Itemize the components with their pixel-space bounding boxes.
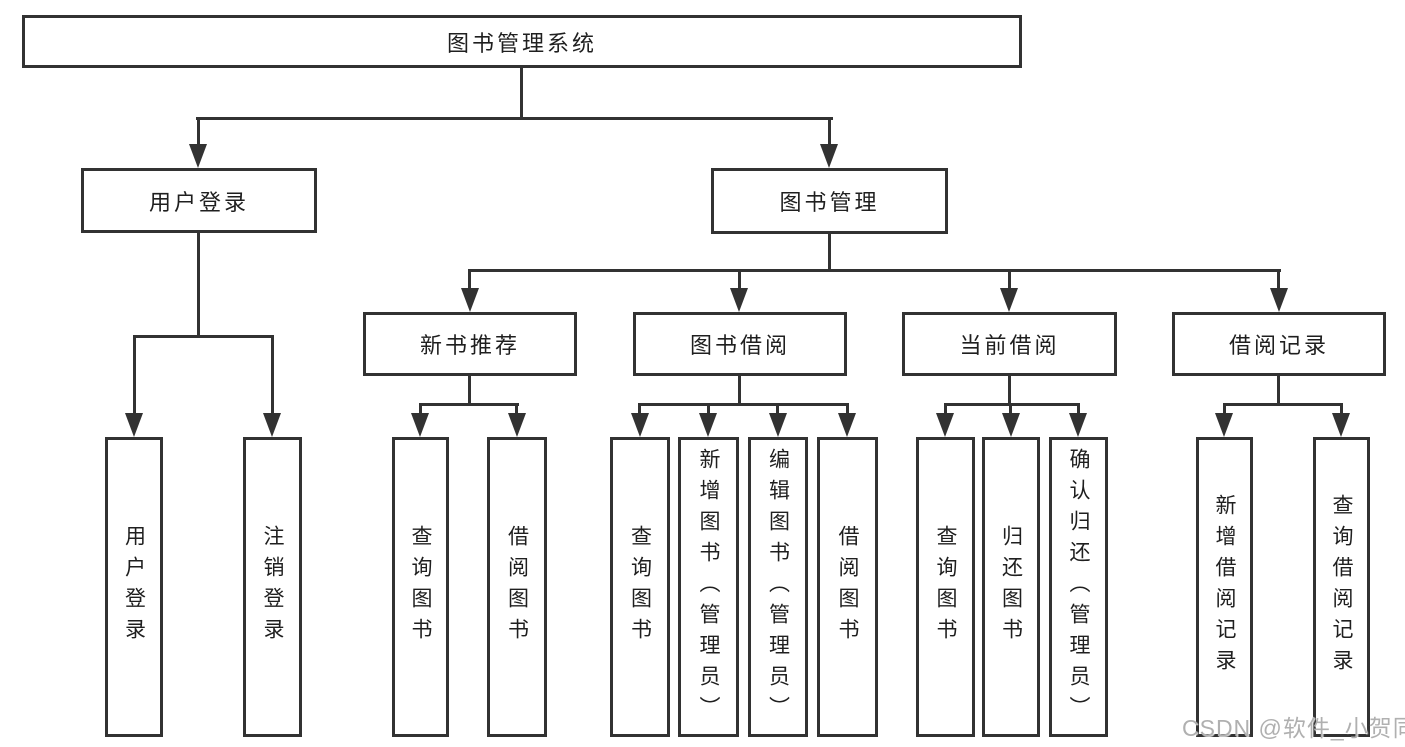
arrowhead-down-icon [769,413,787,437]
connector-line [1008,375,1011,406]
connector-line [776,403,779,417]
node-root: 图书管理系统 [22,15,1022,68]
connector-line [133,335,136,417]
node-current-borrowing: 当前借阅 [902,312,1117,376]
connector-line [828,117,831,147]
node-leaf-return-book: 归还图书 [982,437,1040,737]
connector-line [520,66,523,119]
connector-line [468,375,471,406]
arrowhead-down-icon [730,288,748,312]
arrowhead-down-icon [1002,413,1020,437]
arrowhead-down-icon [1270,288,1288,312]
node-borrowing-records: 借阅记录 [1172,312,1386,376]
arrowhead-down-icon [1332,413,1350,437]
arrowhead-down-icon [508,413,526,437]
arrowhead-down-icon [461,288,479,312]
node-user-login: 用户登录 [81,168,317,233]
connector-line [638,403,847,406]
connector-line [133,335,274,338]
node-leaf-confirm-return-admin: 确认归还（管理员） [1049,437,1108,737]
node-leaf-borrow-book-1: 借阅图书 [487,437,547,737]
connector-line [1008,269,1011,293]
connector-line [468,269,1281,272]
connector-line [1223,403,1226,417]
connector-line [944,403,1080,406]
node-leaf-query-borrow-record: 查询借阅记录 [1313,437,1370,737]
connector-line [1277,269,1280,293]
arrowhead-down-icon [699,413,717,437]
arrowhead-down-icon [411,413,429,437]
arrowhead-down-icon [189,144,207,168]
arrowhead-down-icon [631,413,649,437]
connector-line [944,403,947,417]
node-leaf-edit-book-admin: 编辑图书（管理员） [748,437,808,737]
node-book-borrowing: 图书借阅 [633,312,847,376]
connector-line [1009,403,1012,417]
arrowhead-down-icon [936,413,954,437]
connector-line [738,269,741,293]
arrowhead-down-icon [838,413,856,437]
connector-line [1077,403,1080,417]
connector-line [1277,375,1280,406]
arrowhead-down-icon [1215,413,1233,437]
connector-line [419,403,422,417]
watermark: CSDN @软件_小贺同学 [1182,715,1405,741]
node-new-book-recommend: 新书推荐 [363,312,577,376]
node-leaf-add-borrow-record: 新增借阅记录 [1196,437,1253,737]
arrowhead-down-icon [1069,413,1087,437]
connector-line [197,117,200,147]
node-leaf-user-login: 用户登录 [105,437,163,737]
connector-line [638,403,641,417]
connector-line [419,403,519,406]
connector-line [1340,403,1343,417]
connector-line [515,403,518,417]
connector-line [707,403,710,417]
arrowhead-down-icon [820,144,838,168]
connector-line [828,233,831,272]
connector-line [468,269,471,293]
connector-line [1223,403,1343,406]
node-leaf-logout: 注销登录 [243,437,302,737]
arrowhead-down-icon [1000,288,1018,312]
connector-line [271,335,274,417]
node-leaf-add-book-admin: 新增图书（管理员） [678,437,739,737]
connector-line [738,375,741,406]
arrowhead-down-icon [263,413,281,437]
node-leaf-query-book-1: 查询图书 [392,437,449,737]
connector-line [197,232,200,338]
node-leaf-query-book-3: 查询图书 [916,437,975,737]
arrowhead-down-icon [125,413,143,437]
node-leaf-borrow-book-2: 借阅图书 [817,437,878,737]
connector-line [846,403,849,417]
node-book-management: 图书管理 [711,168,948,234]
connector-line [196,117,833,120]
node-leaf-query-book-2: 查询图书 [610,437,670,737]
